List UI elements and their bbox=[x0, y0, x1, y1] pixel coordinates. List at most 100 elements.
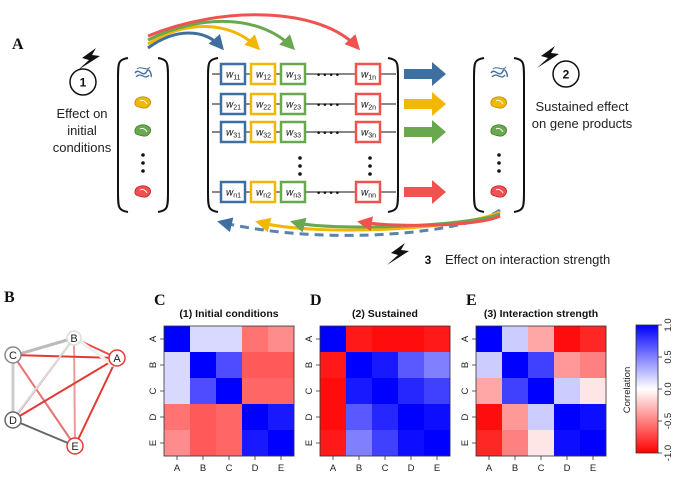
matrix-row-ellipsis: • • • • bbox=[317, 128, 340, 139]
heatmap-cell bbox=[554, 404, 581, 431]
heatmap-x-tick: E bbox=[590, 463, 596, 474]
heatmap-cell bbox=[580, 404, 607, 431]
heatmap-cell bbox=[372, 352, 399, 379]
heatmap-y-tick: A bbox=[460, 335, 471, 342]
arrow-blue-top bbox=[147, 31, 224, 51]
weight-label: w3n bbox=[361, 128, 376, 140]
colorbar-tick-label: -0.5 bbox=[663, 413, 674, 429]
heatmap-cell bbox=[476, 430, 503, 457]
heatmap-cell bbox=[320, 378, 347, 405]
heatmap-cell bbox=[216, 430, 243, 457]
heatmap-cell bbox=[216, 378, 243, 405]
heatmap-cell bbox=[502, 430, 529, 457]
edge-b-d2 bbox=[15, 337, 75, 416]
heatmap-y-tick: D bbox=[148, 413, 159, 420]
protein-icon bbox=[490, 96, 507, 109]
heatmap-cell bbox=[346, 378, 373, 405]
heatmap-cell bbox=[372, 404, 399, 431]
heatmap-y-tick: C bbox=[304, 387, 315, 394]
weight-cell bbox=[249, 120, 277, 144]
weight-cell bbox=[354, 180, 382, 204]
heatmap-title: (3) Interaction strength bbox=[484, 308, 598, 320]
heatmap-y-tick: B bbox=[148, 362, 159, 368]
heatmap-cell bbox=[346, 352, 373, 379]
dna-icon bbox=[134, 66, 152, 78]
heatmap-cell bbox=[268, 326, 295, 353]
heatmap-x-tick: B bbox=[512, 463, 518, 474]
output-vector bbox=[473, 57, 525, 213]
heatmap-y-tick: D bbox=[460, 413, 471, 420]
heatmap-cell bbox=[528, 352, 555, 379]
weight-label: w21 bbox=[226, 100, 241, 112]
heatmap-cell bbox=[424, 404, 451, 431]
heatmap-cell bbox=[346, 404, 373, 431]
panel-d-letter: D bbox=[310, 292, 322, 309]
heatmap-cell bbox=[190, 326, 217, 353]
heatmap-cell bbox=[346, 430, 373, 457]
heatmap-cell bbox=[398, 326, 425, 353]
step-1-line-3: conditions bbox=[53, 140, 112, 155]
heatmap-cell bbox=[502, 326, 529, 353]
heatmap-cell bbox=[216, 352, 243, 379]
heatmap-cell bbox=[164, 430, 191, 457]
step-2-badge bbox=[552, 60, 580, 88]
heatmap-cell bbox=[372, 378, 399, 405]
weight-label: w22 bbox=[256, 100, 271, 112]
weight-label: w13 bbox=[286, 70, 301, 82]
matrix-row-ellipsis: • • • • bbox=[317, 100, 340, 111]
arrow-green-top bbox=[147, 19, 296, 51]
heatmap-cell bbox=[372, 326, 399, 353]
protein-icon bbox=[134, 96, 151, 109]
top-arrows bbox=[147, 13, 361, 51]
panel-c-letter: C bbox=[154, 292, 166, 309]
heatmap-y-tick: A bbox=[148, 335, 159, 342]
step-2-number: 2 bbox=[563, 68, 570, 82]
heatmap-cell bbox=[268, 404, 295, 431]
heatmap-cell bbox=[476, 378, 503, 405]
lightning-icon-3 bbox=[387, 243, 409, 265]
heatmap-x-tick: E bbox=[278, 463, 284, 474]
weight-cell bbox=[354, 62, 382, 86]
heatmap-cell bbox=[190, 430, 217, 457]
panel-b-letter: B bbox=[4, 289, 15, 306]
network-graph: A B C D E bbox=[4, 330, 126, 455]
heatmap-cell bbox=[580, 378, 607, 405]
edge-e-a bbox=[74, 357, 118, 447]
heatmap-cell bbox=[242, 404, 269, 431]
heatmap-cell bbox=[190, 404, 217, 431]
heatmap-cell bbox=[554, 378, 581, 405]
heatmap-cell bbox=[398, 378, 425, 405]
edge-b-c bbox=[15, 336, 75, 357]
weight-label: wn3 bbox=[286, 188, 301, 200]
heatmap-y-tick: B bbox=[460, 362, 471, 368]
weight-label: w32 bbox=[256, 128, 271, 140]
edge-d-a bbox=[12, 357, 118, 421]
heatmap-cell bbox=[164, 378, 191, 405]
heatmap-y-tick: C bbox=[460, 387, 471, 394]
heatmap-title: (2) Sustained bbox=[352, 308, 418, 320]
node-d-label: D bbox=[9, 415, 17, 427]
weight-cell bbox=[219, 120, 247, 144]
heatmap-cell bbox=[554, 352, 581, 379]
weight-label: wnn bbox=[361, 188, 376, 200]
heatmap-x-tick: C bbox=[538, 463, 545, 474]
arrow-yellow-top bbox=[147, 25, 261, 51]
weight-label: w31 bbox=[226, 128, 241, 140]
heatmap-x-tick: E bbox=[434, 463, 440, 474]
lightning-icon-1 bbox=[78, 48, 100, 70]
arrow-red-bottom bbox=[357, 214, 501, 232]
dna-icon bbox=[490, 66, 508, 78]
heatmap-y-tick: A bbox=[304, 335, 315, 342]
heatmap-cell bbox=[398, 352, 425, 379]
colorbar: 1.00.50.0-0.5-1.0 Correlation bbox=[622, 318, 674, 461]
arrow-red-right bbox=[404, 180, 446, 204]
arrow-green-right bbox=[404, 120, 446, 144]
step-1-line-1: Effect on bbox=[56, 106, 107, 121]
node-c-label: C bbox=[9, 350, 17, 362]
panel-a-letter: A bbox=[12, 36, 24, 53]
colorbar-tick-label: -1.0 bbox=[663, 445, 674, 461]
heatmap-cell bbox=[476, 352, 503, 379]
